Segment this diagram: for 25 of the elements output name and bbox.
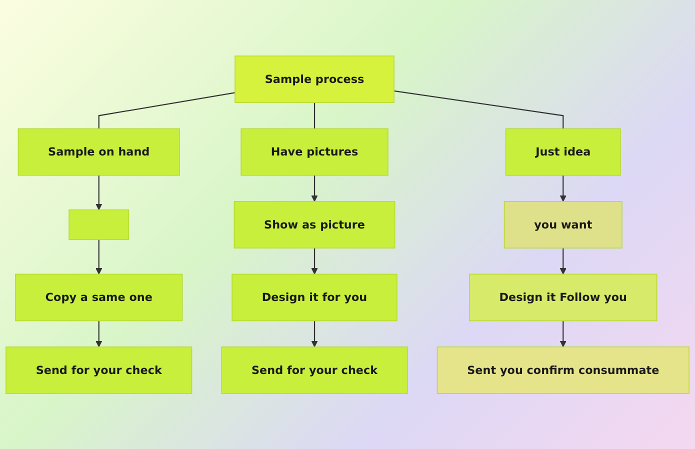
arrow xyxy=(96,320,102,347)
node-box xyxy=(68,209,130,240)
arrow xyxy=(311,248,318,274)
connector xyxy=(314,102,316,128)
arrow xyxy=(560,320,566,347)
node-box: Just idea xyxy=(505,128,621,176)
node-box: Sample process xyxy=(234,55,394,103)
node-box: Have pictures xyxy=(240,128,388,176)
connector xyxy=(394,90,564,128)
node-box: Design it for you xyxy=(232,274,398,321)
arrow xyxy=(96,175,102,210)
node-box: Design it Follow you xyxy=(469,274,658,321)
node-box: Send for your check xyxy=(6,346,192,394)
arrow xyxy=(311,320,318,347)
node-box: you want xyxy=(504,200,622,248)
node-box: Sent you confirm consummate xyxy=(436,346,690,394)
connector xyxy=(98,92,236,128)
arrow xyxy=(560,175,566,202)
node-box: Show as picture xyxy=(234,200,396,248)
node-box: Copy a same one xyxy=(15,274,183,321)
arrow xyxy=(96,239,102,274)
arrow xyxy=(311,175,318,202)
node-box: Sample on hand xyxy=(18,128,180,176)
node-box: Send for your check xyxy=(221,346,408,394)
arrow xyxy=(560,248,566,274)
